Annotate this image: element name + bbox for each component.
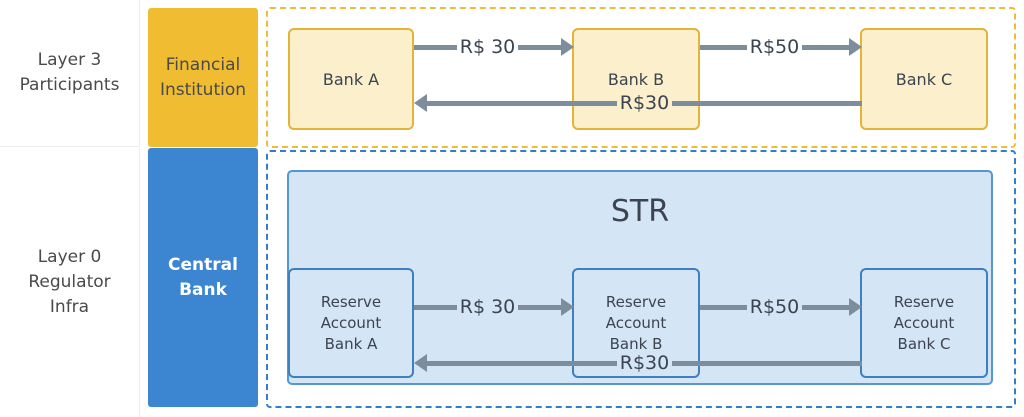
layer-label-layer0-line1: Layer 0 bbox=[37, 247, 102, 267]
arrow-line bbox=[518, 44, 562, 50]
layer0-dashed-frame bbox=[266, 150, 1016, 408]
flow-amount-label: R$50 bbox=[749, 36, 800, 58]
layer-label-layer0-line3: Infra bbox=[49, 297, 90, 317]
flow-arrow-reserve-c-to-reserve-a: R$30 bbox=[414, 352, 862, 374]
flow-arrow-bank-a-to-bank-b: R$ 30 bbox=[414, 36, 575, 58]
layer3-dashed-frame bbox=[266, 7, 1016, 148]
node-reserve-account-bank-c-line1: Reserve bbox=[893, 292, 955, 311]
arrow-line bbox=[427, 360, 617, 366]
arrow-line bbox=[518, 304, 562, 310]
node-reserve-account-bank-b-line3: Bank B bbox=[609, 334, 663, 353]
arrow-line bbox=[414, 304, 457, 310]
flow-arrow-reserve-b-to-reserve-c: R$50 bbox=[700, 296, 862, 318]
actor-central-bank-line2: Bank bbox=[179, 279, 227, 300]
layer-label-layer0: Layer 0 Regulator Infra bbox=[0, 148, 140, 417]
layer-label-layer0-line2: Regulator bbox=[28, 272, 111, 292]
node-reserve-account-bank-a-text: Reserve Account Bank A bbox=[321, 292, 382, 355]
actor-central-bank-text: Central Bank bbox=[168, 253, 238, 303]
arrow-line bbox=[672, 360, 862, 366]
node-reserve-account-bank-c[interactable]: Reserve Account Bank C bbox=[860, 268, 988, 378]
arrowhead-right-icon bbox=[561, 298, 575, 316]
node-reserve-account-bank-a-line1: Reserve bbox=[320, 292, 382, 311]
arrowhead-right-icon bbox=[849, 298, 862, 316]
node-bank-b-label: Bank B bbox=[607, 69, 665, 89]
str-title: STR bbox=[610, 194, 670, 229]
arrowhead-right-icon bbox=[849, 38, 862, 56]
layer-label-layer0-text: Layer 0 Regulator Infra bbox=[28, 245, 110, 320]
arrow-line bbox=[414, 44, 457, 50]
flow-arrow-bank-b-to-bank-c: R$50 bbox=[700, 36, 862, 58]
layer-label-layer3: Layer 3 Participants bbox=[0, 0, 140, 147]
actor-central-bank-line1: Central bbox=[168, 254, 238, 275]
node-reserve-account-bank-b-text: Reserve Account Bank B bbox=[606, 292, 667, 355]
flow-amount-label: R$50 bbox=[749, 296, 800, 318]
node-reserve-account-bank-b-line2: Account bbox=[605, 313, 667, 332]
node-bank-c[interactable]: Bank C bbox=[860, 28, 988, 130]
flow-arrow-reserve-a-to-reserve-b: R$ 30 bbox=[414, 296, 575, 318]
node-reserve-account-bank-c-line2: Account bbox=[893, 313, 955, 332]
flow-amount-label: R$30 bbox=[619, 92, 670, 114]
node-reserve-account-bank-c-line3: Bank C bbox=[897, 334, 951, 353]
node-reserve-account-bank-a[interactable]: Reserve Account Bank A bbox=[288, 268, 414, 378]
flow-amount-label: R$ 30 bbox=[459, 296, 516, 318]
node-bank-b[interactable]: Bank B bbox=[572, 28, 700, 130]
node-bank-a[interactable]: Bank A bbox=[288, 28, 414, 130]
actor-financial-institution-line1: Financial bbox=[165, 54, 241, 75]
arrow-line bbox=[700, 304, 747, 310]
actor-financial-institution-line2: Institution bbox=[159, 79, 247, 100]
arrow-line bbox=[700, 44, 747, 50]
arrow-line bbox=[802, 44, 849, 50]
node-reserve-account-bank-a-line3: Bank A bbox=[324, 334, 378, 353]
node-reserve-account-bank-b[interactable]: Reserve Account Bank B bbox=[572, 268, 700, 378]
actor-financial-institution: Financial Institution bbox=[148, 8, 258, 147]
arrowhead-left-icon bbox=[414, 94, 427, 112]
actor-financial-institution-text: Financial Institution bbox=[160, 53, 246, 103]
flow-arrow-bank-c-to-bank-a: R$30 bbox=[414, 92, 862, 114]
layer-label-layer3-line2: Participants bbox=[19, 75, 120, 95]
arrowhead-left-icon bbox=[414, 354, 427, 372]
flow-amount-label: R$30 bbox=[619, 352, 670, 374]
arrow-line bbox=[427, 100, 617, 106]
arrow-line bbox=[672, 100, 862, 106]
layer-label-layer3-line1: Layer 3 bbox=[37, 50, 102, 70]
node-reserve-account-bank-b-line1: Reserve bbox=[605, 292, 667, 311]
node-bank-c-label: Bank C bbox=[895, 69, 953, 89]
node-bank-a-label: Bank A bbox=[322, 69, 380, 89]
node-reserve-account-bank-c-text: Reserve Account Bank C bbox=[894, 292, 955, 355]
arrow-line bbox=[802, 304, 849, 310]
node-reserve-account-bank-a-line2: Account bbox=[320, 313, 382, 332]
arrowhead-right-icon bbox=[561, 38, 575, 56]
actor-central-bank: Central Bank bbox=[148, 148, 258, 407]
flow-amount-label: R$ 30 bbox=[459, 36, 516, 58]
layer-label-layer3-text: Layer 3 Participants bbox=[20, 48, 120, 98]
